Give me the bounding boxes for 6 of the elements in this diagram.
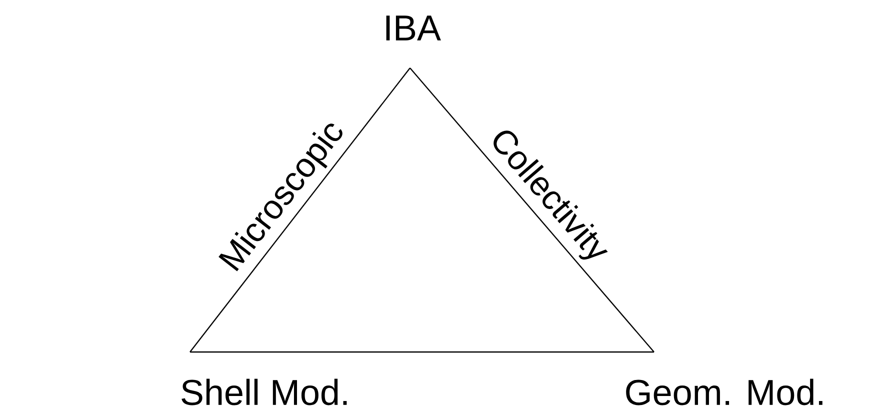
triangle-side <box>190 68 410 352</box>
triangle-side <box>190 351 654 353</box>
vertex-label: Geom. Mod. <box>626 378 822 406</box>
vertex-label: Shell Mod. <box>182 378 347 406</box>
vertex-label: IBA <box>386 16 441 40</box>
triangle-side <box>410 68 654 352</box>
